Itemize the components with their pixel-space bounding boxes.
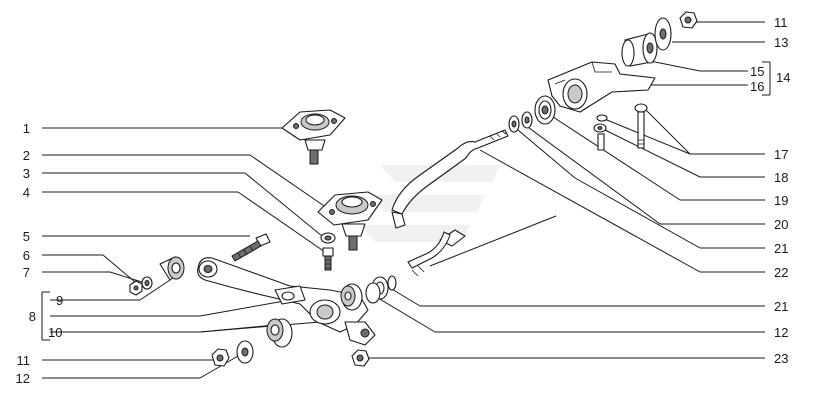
callout-12-left: 12 (16, 371, 30, 386)
callout-4: 4 (23, 185, 30, 200)
bolt-5 (231, 233, 271, 262)
callout-11-right: 11 (774, 15, 788, 30)
bolt-18 (596, 114, 608, 151)
bush-19 (534, 95, 556, 125)
callout-19: 19 (774, 193, 788, 208)
washer-12-right (365, 282, 381, 304)
bushing-6 (159, 256, 185, 281)
callout-14: 14 (776, 70, 790, 85)
bracket-16 (547, 61, 656, 113)
callout-21-upper: 21 (774, 241, 788, 256)
callout-15: 15 (750, 64, 764, 79)
washer-18 (593, 123, 607, 133)
callout-3: 3 (23, 166, 30, 181)
washer-3 (320, 232, 336, 244)
ball-joint-lower (317, 191, 383, 251)
callout-7: 7 (23, 265, 30, 280)
callout-8: 8 (29, 309, 36, 324)
callout-5: 5 (23, 229, 30, 244)
nut-23 (351, 349, 370, 367)
callout-2: 2 (23, 148, 30, 163)
nut-11-right (679, 11, 698, 29)
callout-12-right: 12 (774, 325, 788, 340)
washer-20 (521, 111, 533, 129)
callout-13: 13 (774, 35, 788, 50)
callout-11-left: 11 (17, 353, 31, 368)
control-arm-8 (197, 257, 376, 346)
leader-lines (41, 21, 771, 379)
washer-12-left (236, 340, 254, 364)
nut-11-left (211, 348, 230, 367)
callout-16: 16 (750, 79, 764, 94)
bushing-arm (340, 283, 363, 311)
callout-9: 9 (56, 293, 63, 308)
callout-labels: 1 2 3 4 5 6 7 8 9 10 11 12 11 13 15 16 1… (16, 15, 791, 386)
ball-joint-upper (281, 109, 346, 165)
callout-20: 20 (774, 217, 788, 232)
bush-15 (621, 32, 658, 67)
stabilizer-bar-22 (391, 129, 509, 277)
callout-23: 23 (774, 351, 788, 366)
callout-21-lower: 21 (774, 299, 788, 314)
callout-6: 6 (23, 248, 30, 263)
washer-7 (141, 276, 153, 290)
bolt-4 (322, 247, 334, 271)
nut-9 (129, 280, 143, 296)
callout-10: 10 (48, 325, 62, 340)
bolt-17 (634, 103, 648, 149)
washer-21-upper (508, 115, 520, 133)
callout-18: 18 (774, 170, 788, 185)
bushing-10 (266, 318, 293, 348)
washer-13 (654, 17, 672, 51)
callout-22: 22 (774, 265, 788, 280)
callout-1: 1 (23, 121, 30, 136)
callout-17: 17 (774, 147, 788, 162)
